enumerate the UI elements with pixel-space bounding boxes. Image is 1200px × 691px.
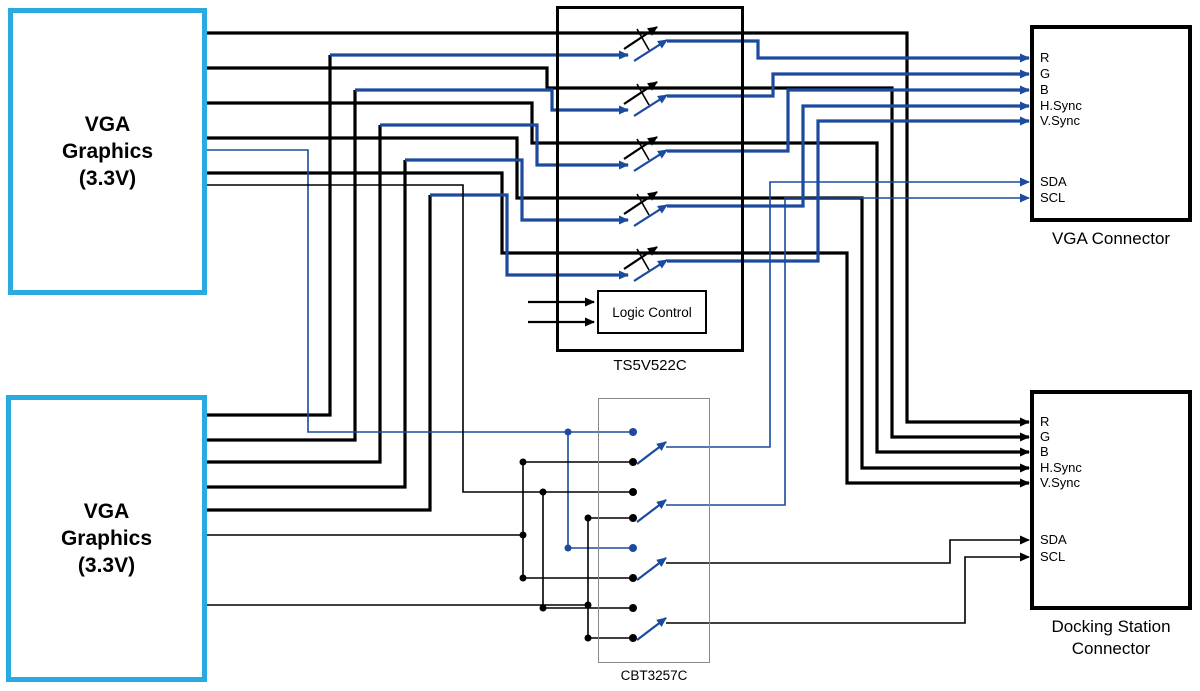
logic-control-label: Logic Control (612, 304, 692, 320)
wire-vga2-r-riser (207, 55, 332, 417)
wire-vga1-b (207, 101, 1030, 457)
vga-connector-box (1030, 25, 1192, 222)
switch5-slash (636, 248, 650, 271)
dock-pin-b: B (1040, 444, 1049, 459)
wire-vga2-vsync-to-switch (430, 193, 629, 280)
contact-dot (629, 428, 637, 436)
cbt-switch1-arm (636, 441, 667, 465)
wire-out-hsync (667, 101, 1030, 208)
vga-pin-g: G (1040, 66, 1051, 81)
wire-vga2-vsync-riser (207, 195, 432, 512)
switch2-arm-a (623, 81, 658, 105)
wire-scl1 (207, 184, 631, 493)
wire-dock-sda (666, 535, 1030, 564)
junction-dot (539, 604, 547, 612)
logic-control-box: Logic Control (597, 290, 707, 334)
ddc-wires (207, 149, 631, 639)
switch5-arm-a (623, 246, 658, 270)
switch3-slash (636, 138, 650, 161)
cbt3257c-caption: CBT3257C (620, 668, 688, 683)
vga-pin-b: B (1040, 82, 1049, 97)
vga-graphics-1-label: VGA Graphics (3.3V) (61, 112, 154, 191)
wire-vga2-b-riser (207, 125, 382, 464)
ts5v522c-caption: TS5V522C (613, 357, 687, 374)
logic-control-input-wires (528, 297, 595, 327)
vga-pin-hsync: H.Sync (1040, 98, 1082, 113)
junction-dot (584, 514, 592, 522)
contact-dot (629, 604, 637, 612)
bus-switch-glyphs (636, 441, 667, 641)
dock-pin-scl: SCL (1040, 549, 1066, 564)
switch2-arm-b (633, 94, 668, 117)
junction-dot (519, 458, 527, 466)
vga-graphics-2-label: VGA Graphics (3.3V) (60, 499, 153, 578)
vga2-video-wires (207, 50, 629, 512)
cbt-switch3-arm (636, 557, 667, 581)
bus-switch-output-wires (666, 177, 1030, 624)
junction-dot (564, 544, 572, 552)
contact-dot (629, 514, 637, 522)
docking-connector-box (1030, 390, 1192, 610)
junction-dot (584, 601, 592, 609)
contact-dot (629, 574, 637, 582)
wire-out-b (667, 85, 1030, 153)
cbt3257c-box (598, 398, 710, 663)
cbt-switch2-arm (636, 499, 667, 523)
switch4-slash (636, 193, 650, 216)
vga-pin-vsync: V.Sync (1040, 113, 1080, 128)
dock-pin-r: R (1040, 414, 1050, 429)
junction-dot (564, 428, 572, 436)
wire-out-g (667, 69, 1030, 98)
switch3-arm-b (633, 149, 668, 172)
vga-connector-caption: VGA Connector (1051, 229, 1171, 248)
vga-pin-r: R (1040, 50, 1050, 65)
wire-vga2-hsync-riser (207, 160, 407, 489)
ts5v522c-box (556, 6, 744, 352)
switch2-slash (636, 83, 650, 106)
wire-vga2-hsync-to-switch (405, 158, 629, 225)
wire-vga-sda (666, 177, 1030, 448)
switch4-arm-b (633, 204, 668, 227)
docking-connector-caption: Docking Station Connector (1051, 617, 1171, 659)
dock-pin-hsync: H.Sync (1040, 460, 1082, 475)
wire-vga1-hsync (207, 136, 1030, 473)
junction-dot (519, 574, 527, 582)
wire-vga-scl (666, 193, 1030, 506)
mux-switch-glyphs (623, 26, 668, 282)
contact-dot (629, 544, 637, 552)
junction-dot (519, 531, 527, 539)
wire-vga2-g-to-switch (355, 88, 629, 115)
wire-vga2-g-riser (207, 90, 357, 442)
switch1-arm-a (623, 26, 658, 50)
vga-graphics-2-box: VGA Graphics (3.3V) (6, 395, 207, 682)
junction-dot (539, 488, 547, 496)
junction-dot (584, 634, 592, 642)
wire-vga1-vsync (207, 171, 1030, 488)
wire-dock-scl (666, 552, 1030, 624)
contact-dot (629, 458, 637, 466)
switch5-arm-b (633, 259, 668, 282)
cbt-switch4-arm (636, 617, 667, 641)
vga1-video-wires (207, 31, 1030, 488)
dock-pin-vsync: V.Sync (1040, 475, 1080, 490)
switch3-arm-a (623, 136, 658, 160)
switch4-arm-a (623, 191, 658, 215)
vga-pin-scl: SCL (1040, 190, 1066, 205)
contact-dot (629, 634, 637, 642)
switch1-slash (636, 28, 650, 51)
vga-pin-sda: SDA (1040, 174, 1067, 189)
wire-vga1-g (207, 66, 1030, 442)
wire-vga2-b-to-switch (380, 123, 629, 170)
contact-dot (629, 488, 637, 496)
dock-pin-g: G (1040, 429, 1051, 444)
junction-dots (519, 428, 637, 642)
wire-sda1 (207, 149, 631, 433)
mux-output-wires (667, 39, 1030, 263)
vga-graphics-1-box: VGA Graphics (3.3V) (8, 8, 207, 295)
dock-pin-sda: SDA (1040, 532, 1067, 547)
switch1-arm-b (633, 39, 668, 62)
wire-out-r (667, 39, 1030, 63)
